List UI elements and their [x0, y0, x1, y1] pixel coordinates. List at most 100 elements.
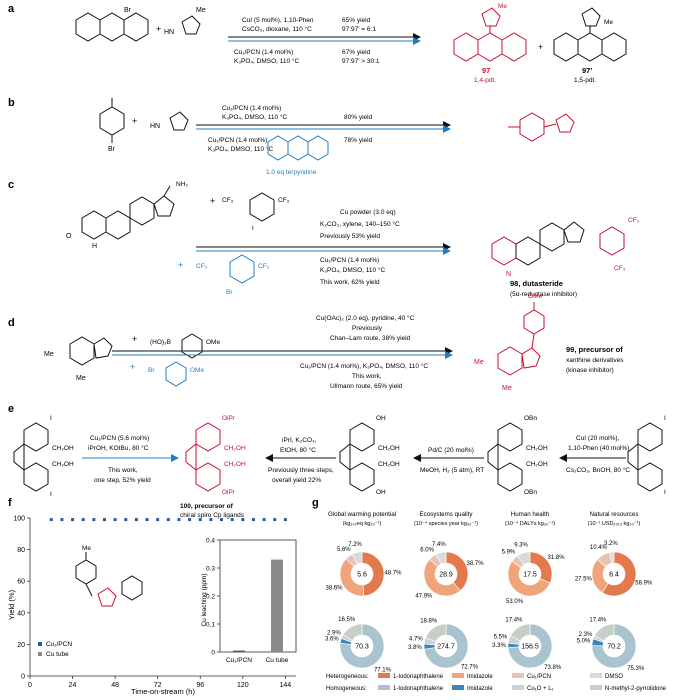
c-cf3-4: CF₃	[258, 263, 270, 270]
product-98-structure	[491, 221, 625, 266]
p99-ome: OMe	[528, 293, 542, 300]
c-nh2: NH₂	[176, 181, 188, 188]
c-top-cond-3: Previously 53% yield	[320, 233, 380, 240]
plus-c: +	[210, 196, 215, 206]
pie-slice	[339, 623, 385, 669]
c-top-cond-2: K₂CO₃, xylene, 140–150 °C	[320, 220, 400, 228]
a-top-cond-2: CsCO₃, dioxane, 110 °C	[242, 25, 312, 33]
inset-y-tick-label: 0.1	[206, 622, 215, 629]
product-99-desc-1: xanthine derivatives	[566, 357, 624, 364]
pie-slice-label: 3.6%	[325, 637, 339, 643]
product-99-desc-2: (kinase inhibitor)	[566, 367, 614, 374]
f-x-tick-label: 120	[237, 682, 249, 689]
pie-slice-label: 2.9%	[327, 631, 341, 637]
legend-label: Imidazole	[467, 686, 493, 692]
f-point	[273, 518, 277, 522]
inset-y-tick-label: 0.4	[206, 538, 215, 545]
pie-title: Global warming potential	[328, 511, 396, 518]
f-point	[220, 518, 224, 522]
f-inset-ylabel: Cu leaching (ppm)	[201, 573, 208, 626]
c-bottom-cond-3: This work, 62% yield	[320, 279, 380, 286]
pie-center-value: 274.7	[437, 644, 455, 651]
e-right-cond-1: CuI (20 mol%),	[576, 435, 620, 442]
imidazole-b-nh: HN	[150, 123, 160, 130]
product-100-label: 100, precursor of	[180, 503, 234, 510]
legend-swatch	[378, 673, 390, 678]
d-bottom-cond-2: This work,	[352, 373, 382, 380]
f-point	[209, 518, 213, 522]
pie-center-value: 17.5	[523, 572, 537, 579]
p99-me-2: Me	[502, 385, 512, 392]
product-97p-me: Me	[604, 19, 613, 26]
inset-bar	[271, 559, 283, 652]
c-top-cond-1: Cu powder (3.0 eq)	[340, 209, 396, 216]
d-bottom-cond-1: Cu₁/PCN (1.4 mol%), K₃PO₄, DMSO, 110 °C	[300, 362, 428, 370]
e-i-1: I	[50, 415, 52, 422]
f-point	[283, 518, 287, 522]
panel-d: d Me Me + (HO)₂B OMe Cu(OAc)₂ (2.0 eq), …	[8, 293, 624, 392]
legend-label: DMSO	[605, 674, 623, 680]
e-left-res-2: one step, 52% yield	[94, 477, 151, 484]
imidazole-a-me: Me	[196, 7, 206, 14]
legend-label: Cu₁/PCN	[527, 674, 551, 680]
pie-slice-label: 72.7%	[461, 664, 479, 670]
e-obn-2: OBn	[524, 489, 537, 496]
p100-ch2oh-1: CH₂OH	[224, 445, 246, 452]
pie-slice-label: 4.7%	[409, 637, 423, 643]
d-me-1: Me	[44, 351, 54, 358]
pie-title: Ecosystems quality	[420, 511, 474, 518]
plus-d2: +	[130, 362, 135, 372]
pie-slice	[507, 560, 551, 597]
inset-bar	[233, 650, 245, 652]
product-97-label: 97	[482, 66, 490, 75]
e-mid2-cond-1: Pd/C (20 mol%)	[428, 447, 474, 454]
e-mid1-cond-1: iPrI, K₂CO₃,	[282, 437, 317, 444]
pie-slice	[609, 551, 615, 564]
d-br: Br	[148, 367, 155, 374]
legend-swatch	[590, 685, 602, 690]
product-100-desc: chiral spiro Cp ligands	[180, 512, 245, 519]
legend-label: 1-Iodonaphthalene	[393, 686, 444, 692]
c-cf3-2: CF₃	[278, 197, 290, 204]
b-additive: 1.0 eq terpyridine	[266, 169, 317, 176]
legend-swatch-cutube	[38, 652, 42, 656]
e-mid2-res-1: MeOH, H₂ (5 atm), RT	[420, 467, 484, 474]
d-top-cond-3: Chan–Lam route, 38% yield	[330, 335, 411, 342]
inset-category-label: Cu tube	[266, 657, 289, 664]
f-point	[124, 518, 128, 522]
product-b-structure	[508, 112, 575, 142]
pie-slice-label: 10.4%	[590, 545, 608, 551]
f-x-tick-label: 96	[196, 682, 204, 689]
f-point	[145, 518, 149, 522]
panel-c: c NH₂ O H + CF₃ CF₃ I Cu powder (3.0 eq)…	[8, 179, 640, 298]
spiro-diiodo	[13, 422, 49, 492]
a-bottom-result-1: 67% yield	[342, 49, 371, 56]
f-point	[166, 518, 170, 522]
p99-me-1: Me	[474, 359, 484, 366]
e-bn-ch2oh-2: CH₂OH	[526, 461, 548, 468]
f-point	[49, 518, 53, 522]
pie-slice	[361, 551, 385, 597]
e-right-cond-2: 1,10-Phen (40 mol%)	[568, 445, 629, 452]
legend-label: N-methyl-2-pyrrolidone	[605, 686, 667, 692]
product-97p-label: 97′	[582, 66, 592, 75]
pie-subtitle: (10⁻⁴ DALYs kg₃₀⁻¹)	[505, 520, 555, 527]
f-y-tick-label: 0	[21, 674, 25, 681]
b-top-cond-1: Cu₁/PCN (1.4 mol%)	[222, 105, 281, 112]
plus-a: +	[156, 24, 161, 34]
inset-y-tick-label: 0.3	[206, 566, 215, 573]
pie-slice-label: 77.1%	[374, 667, 392, 673]
f-point	[177, 518, 181, 522]
panel-e-letter: e	[8, 403, 14, 415]
legend-homo-label: Homogeneous:	[326, 686, 367, 692]
b-bottom-cond-1: Cu₁/PCN (1.4 mol%)	[208, 137, 267, 144]
p100-ch2oh-2: CH₂OH	[224, 461, 246, 468]
d-top-cond-1: Cu(OAc)₂ (2.0 eq), pyridine, 40 °C	[316, 314, 415, 322]
inset-y-tick-label: 0.2	[206, 594, 215, 601]
aryl-bromide-b	[99, 98, 125, 143]
pie-slice-label: 3.2%	[604, 541, 618, 547]
e-left-res-1: This work,	[108, 467, 138, 474]
panel-e: e I I CH₂OH CH₂OH Cu₁/PCN (5.6 mol%) iPr…	[8, 403, 666, 519]
product-97-structure	[453, 7, 527, 62]
pie-slice-label: 7.2%	[348, 542, 362, 548]
